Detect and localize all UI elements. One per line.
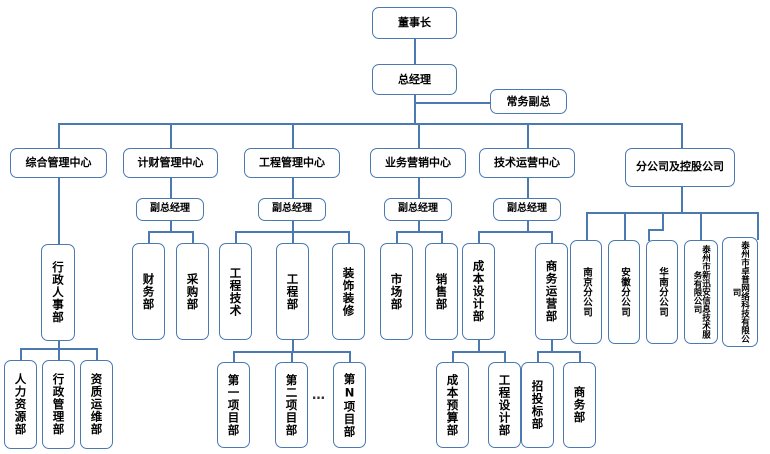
- connector-finance-deputy: [170, 178, 172, 198]
- connector-drop-hr1: [20, 348, 22, 360]
- connector-drop-eng1: [235, 231, 237, 243]
- connector-admin-to-hr: [58, 178, 60, 244]
- connector-drop-branch: [681, 123, 683, 148]
- node-dept-qualification[interactable]: 资质运维部: [80, 360, 113, 449]
- connector-drop-proj1: [233, 351, 235, 362]
- connector-drop-sub3c: [648, 229, 650, 241]
- connector-finance-children-bus: [148, 231, 193, 233]
- node-dept-bidding[interactable]: 招投标部: [521, 362, 554, 448]
- node-dept-business[interactable]: 商务部: [563, 362, 596, 448]
- connector-drop-mkt1: [396, 231, 398, 243]
- connector-drop-projn: [349, 351, 351, 362]
- node-center-tech-ops[interactable]: 技术运营中心: [479, 148, 575, 178]
- connector-gm-evp-h: [414, 102, 490, 104]
- connector-drop-admin: [58, 123, 60, 148]
- connector-eng-to-projects: [292, 340, 294, 352]
- connector-drop-marketing: [418, 123, 420, 148]
- node-dept-engineering[interactable]: 工程部: [276, 243, 309, 340]
- connector-marketing-children-bus: [396, 231, 442, 233]
- connector-drop-sub4: [700, 212, 702, 240]
- connector-drop-techops: [527, 123, 529, 148]
- node-project-2[interactable]: 第二项目部: [275, 362, 308, 448]
- node-dept-admin-management[interactable]: 行政管理部: [42, 360, 75, 449]
- connector-hr-down: [58, 340, 60, 349]
- node-general-manager[interactable]: 总经理: [372, 64, 457, 95]
- node-dept-hr[interactable]: 人力资源部: [4, 360, 37, 449]
- connector-costdesign-bus: [452, 351, 504, 353]
- node-dept-cost-design[interactable]: 成本设计部: [462, 243, 495, 340]
- connector-drop-cd1: [452, 351, 454, 362]
- connector-drop-fin2: [192, 231, 194, 243]
- connector-engineering-deputy: [292, 178, 294, 198]
- connector-bizops-bus: [537, 351, 580, 353]
- connector-drop-sub1: [586, 212, 588, 240]
- connector-techops-deputy: [527, 178, 529, 198]
- connector-drop-proj2: [291, 351, 293, 362]
- connector-drop-sub2: [624, 212, 626, 240]
- node-dept-purchasing[interactable]: 采购部: [176, 243, 209, 340]
- node-center-finance[interactable]: 计财管理中心: [123, 148, 218, 178]
- node-dept-finance[interactable]: 财务部: [132, 243, 165, 340]
- node-deputy-gm-marketing[interactable]: 副总经理: [384, 198, 452, 221]
- connector-drop-sub5: [757, 212, 759, 240]
- connector-costdesign-down: [478, 340, 480, 352]
- connector-marketing-deputy: [418, 178, 420, 198]
- node-project-1[interactable]: 第一项目部: [217, 362, 250, 448]
- node-dept-decoration[interactable]: 装饰装修: [332, 243, 365, 340]
- node-center-marketing[interactable]: 业务营销中心: [370, 148, 466, 178]
- connector-engdeputy-down: [292, 221, 294, 232]
- node-dept-admin-hr[interactable]: 行政人事部: [41, 244, 75, 341]
- connector-drop-bo1: [537, 351, 539, 362]
- node-executive-vp[interactable]: 常务副总: [490, 89, 567, 114]
- connector-subsidiary-bus: [586, 212, 758, 214]
- node-center-engineering[interactable]: 工程管理中心: [244, 148, 340, 178]
- node-dept-cost-budget[interactable]: 成本预算部: [436, 362, 469, 448]
- connector-chairman-gm: [414, 39, 416, 65]
- node-subsidiary-anhui[interactable]: 安徽分公司: [608, 240, 640, 344]
- connector-drop-hr3: [96, 348, 98, 360]
- connector-drop-hr2: [58, 348, 60, 360]
- connector-drop-engineering: [292, 123, 294, 148]
- node-subsidiary-zhuopu[interactable]: 泰州市卓普网络科技有限公司: [722, 237, 758, 347]
- node-chairman[interactable]: 董事长: [372, 7, 457, 39]
- node-dept-engineering-design[interactable]: 工程设计部: [488, 362, 521, 448]
- node-dept-sales[interactable]: 销售部: [425, 243, 458, 340]
- node-dept-market[interactable]: 市场部: [380, 243, 413, 340]
- node-subsidiary-xinxun[interactable]: 泰州市新迅安信息技术服务有限公司: [684, 240, 718, 344]
- node-deputy-gm-tech-ops[interactable]: 副总经理: [493, 198, 561, 221]
- connector-main-bus: [58, 123, 682, 125]
- connector-drop-tech2: [551, 231, 553, 243]
- project-ellipsis: …: [312, 388, 325, 403]
- connector-drop-bo2: [579, 351, 581, 362]
- connector-drop-mkt2: [441, 231, 443, 243]
- connector-techops-children-bus: [478, 231, 552, 233]
- connector-techdeputy-down: [527, 221, 529, 232]
- node-deputy-gm-engineering[interactable]: 副总经理: [258, 198, 326, 221]
- connector-drop-eng2: [292, 231, 294, 243]
- node-deputy-gm-finance[interactable]: 副总经理: [136, 198, 204, 221]
- node-center-admin[interactable]: 综合管理中心: [10, 148, 107, 178]
- connector-bizops-down: [551, 340, 553, 352]
- connector-drop-sub3b: [648, 229, 664, 231]
- connector-mktdeputy-down: [418, 221, 420, 232]
- node-subsidiary-huanan[interactable]: 华南分公司: [646, 240, 678, 344]
- connector-drop-tech1: [478, 231, 480, 243]
- connector-drop-eng3: [348, 231, 350, 243]
- node-dept-engineering-tech[interactable]: 工程技术: [219, 243, 252, 340]
- connector-branch-down: [681, 187, 683, 213]
- connector-drop-cd2: [504, 351, 506, 362]
- node-branch-holding[interactable]: 分公司及控股公司: [625, 148, 735, 187]
- node-project-n[interactable]: 第N项目部: [333, 362, 366, 448]
- connector-findeputy-down: [170, 221, 172, 232]
- connector-drop-sub3a: [662, 212, 664, 230]
- connector-drop-finance: [170, 123, 172, 148]
- connector-gm-down: [414, 95, 416, 123]
- connector-drop-fin1: [148, 231, 150, 243]
- node-dept-business-ops[interactable]: 商务运营部: [535, 243, 568, 340]
- node-subsidiary-nanjing[interactable]: 南京分公司: [570, 240, 602, 344]
